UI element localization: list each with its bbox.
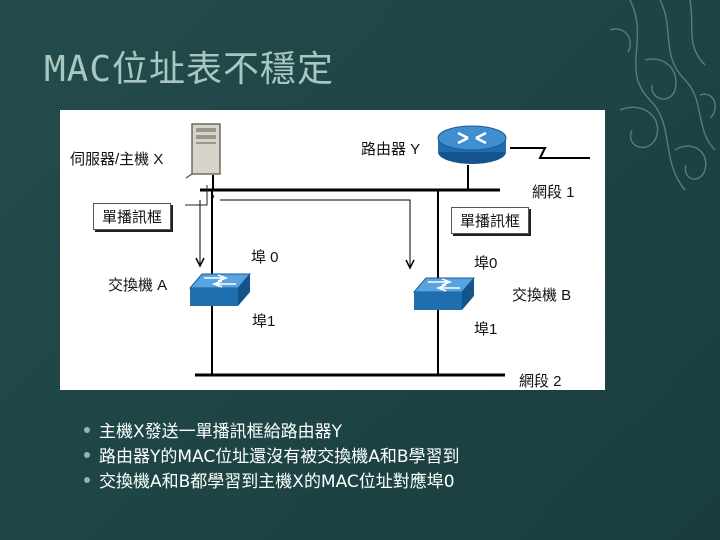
bullet-item: 路由器Y的MAC位址還沒有被交換機A和B學習到 <box>84 445 460 470</box>
network-diagram-panel <box>60 110 605 390</box>
unicast-frame-right: 單播訊框 <box>451 207 530 234</box>
bullet-dot-icon <box>84 477 90 483</box>
bullet-item: 交換機A和B都學習到主機X的MAC位址對應埠0 <box>84 470 460 495</box>
segment1-label: 網段 1 <box>532 184 575 201</box>
bullet-list: 主機X發送一單播訊框給路由器Y 路由器Y的MAC位址還沒有被交換機A和B學習到 … <box>84 420 460 495</box>
bullet-dot-icon <box>84 452 90 458</box>
router-icon <box>437 125 507 164</box>
switch-b-port0-label: 埠0 <box>474 255 498 272</box>
server-icon <box>185 123 221 179</box>
switch-b-port1-label: 埠1 <box>474 321 498 338</box>
bullet-item: 主機X發送一單播訊框給路由器Y <box>84 420 460 445</box>
switch-a-label: 交換機 A <box>108 277 168 294</box>
switch-b-icon <box>412 277 476 310</box>
slide-title: MAC位址表不穩定 <box>44 49 335 90</box>
switch-a-port1-label: 埠1 <box>252 313 276 330</box>
router-wan-link <box>510 147 590 159</box>
server-label: 伺服器/主機 X <box>70 151 164 168</box>
segment2-label: 網段 2 <box>519 373 562 390</box>
bullet-dot-icon <box>84 427 90 433</box>
router-label: 路由器 Y <box>361 141 421 158</box>
switch-a-port0-label: 埠 0 <box>251 249 279 266</box>
unicast-frame-left: 單播訊框 <box>93 203 172 230</box>
floral-ornament-icon <box>609 0 716 191</box>
switch-a-icon <box>188 273 252 306</box>
frame-path-left <box>185 185 208 206</box>
switch-b-label: 交換機 B <box>512 287 572 304</box>
frame-arrow-a <box>195 195 214 268</box>
